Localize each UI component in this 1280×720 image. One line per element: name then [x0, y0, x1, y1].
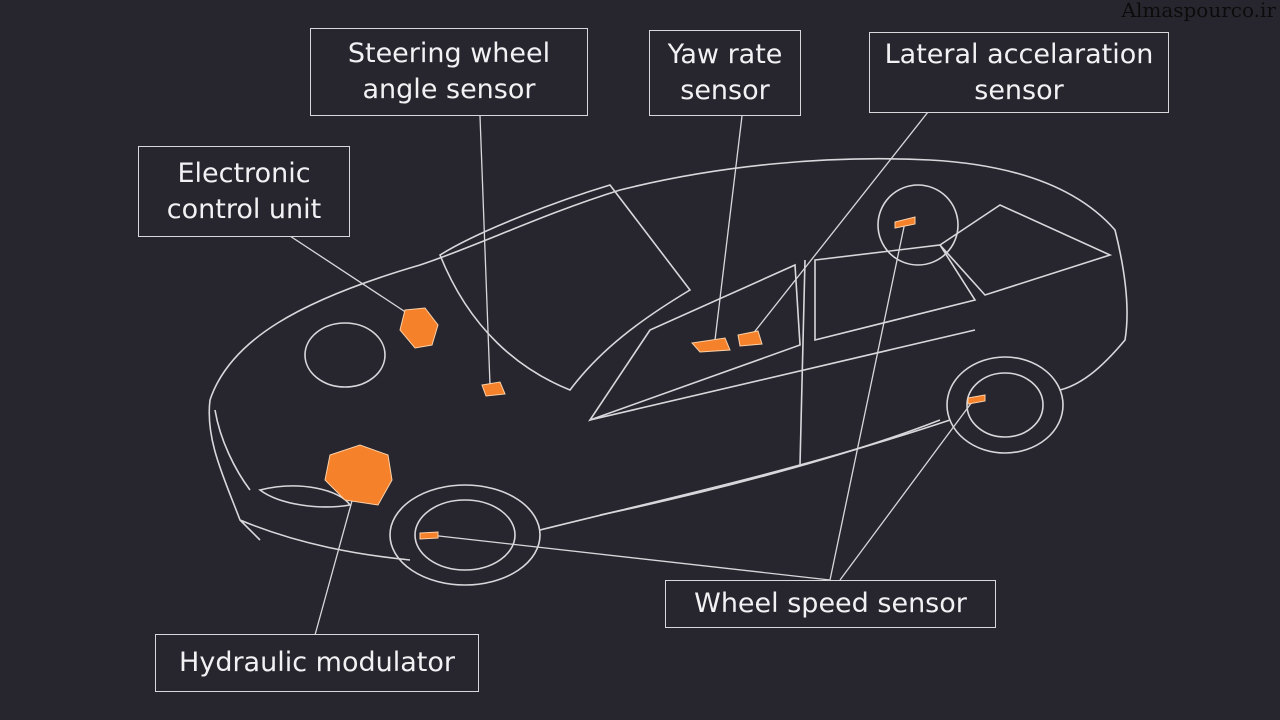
- components: [324, 216, 986, 540]
- watermark: Almaspourco.ir: [1121, 0, 1276, 22]
- yaw-sensor-component: [691, 337, 731, 353]
- door-lines: [589, 259, 976, 516]
- label-lateral-acceleration-sensor: Lateral accelaration sensor: [869, 32, 1169, 113]
- wheel-sensor-rear-left: [894, 216, 916, 229]
- label-electronic-control-unit: Electronic control unit: [138, 146, 350, 237]
- label-hydraulic-modulator: Hydraulic modulator: [155, 634, 479, 692]
- wheel-sensor-rear-right: [967, 394, 986, 405]
- windshield: [439, 184, 692, 391]
- rear-window: [938, 204, 1113, 296]
- label-steering-wheel-angle-sensor: Steering wheel angle sensor: [310, 28, 588, 116]
- car-body: [208, 157, 1128, 561]
- wheel-sensor-front: [419, 531, 439, 540]
- front-wheel: [389, 484, 541, 586]
- headlight: [258, 485, 352, 508]
- hydraulic-modulator-component: [324, 444, 393, 506]
- ecu-component: [399, 307, 439, 349]
- lateral-sensor-component: [737, 330, 763, 347]
- label-yaw-rate-sensor: Yaw rate sensor: [649, 30, 801, 116]
- rear-wheel: [946, 356, 1064, 454]
- side-windows: [587, 244, 977, 422]
- rear-strut: [877, 184, 959, 266]
- leader-lines: [289, 111, 976, 636]
- grille: [214, 409, 251, 491]
- label-wheel-speed-sensor: Wheel speed sensor: [665, 580, 996, 628]
- steering-sensor-component: [481, 381, 506, 397]
- front-strut: [304, 322, 386, 388]
